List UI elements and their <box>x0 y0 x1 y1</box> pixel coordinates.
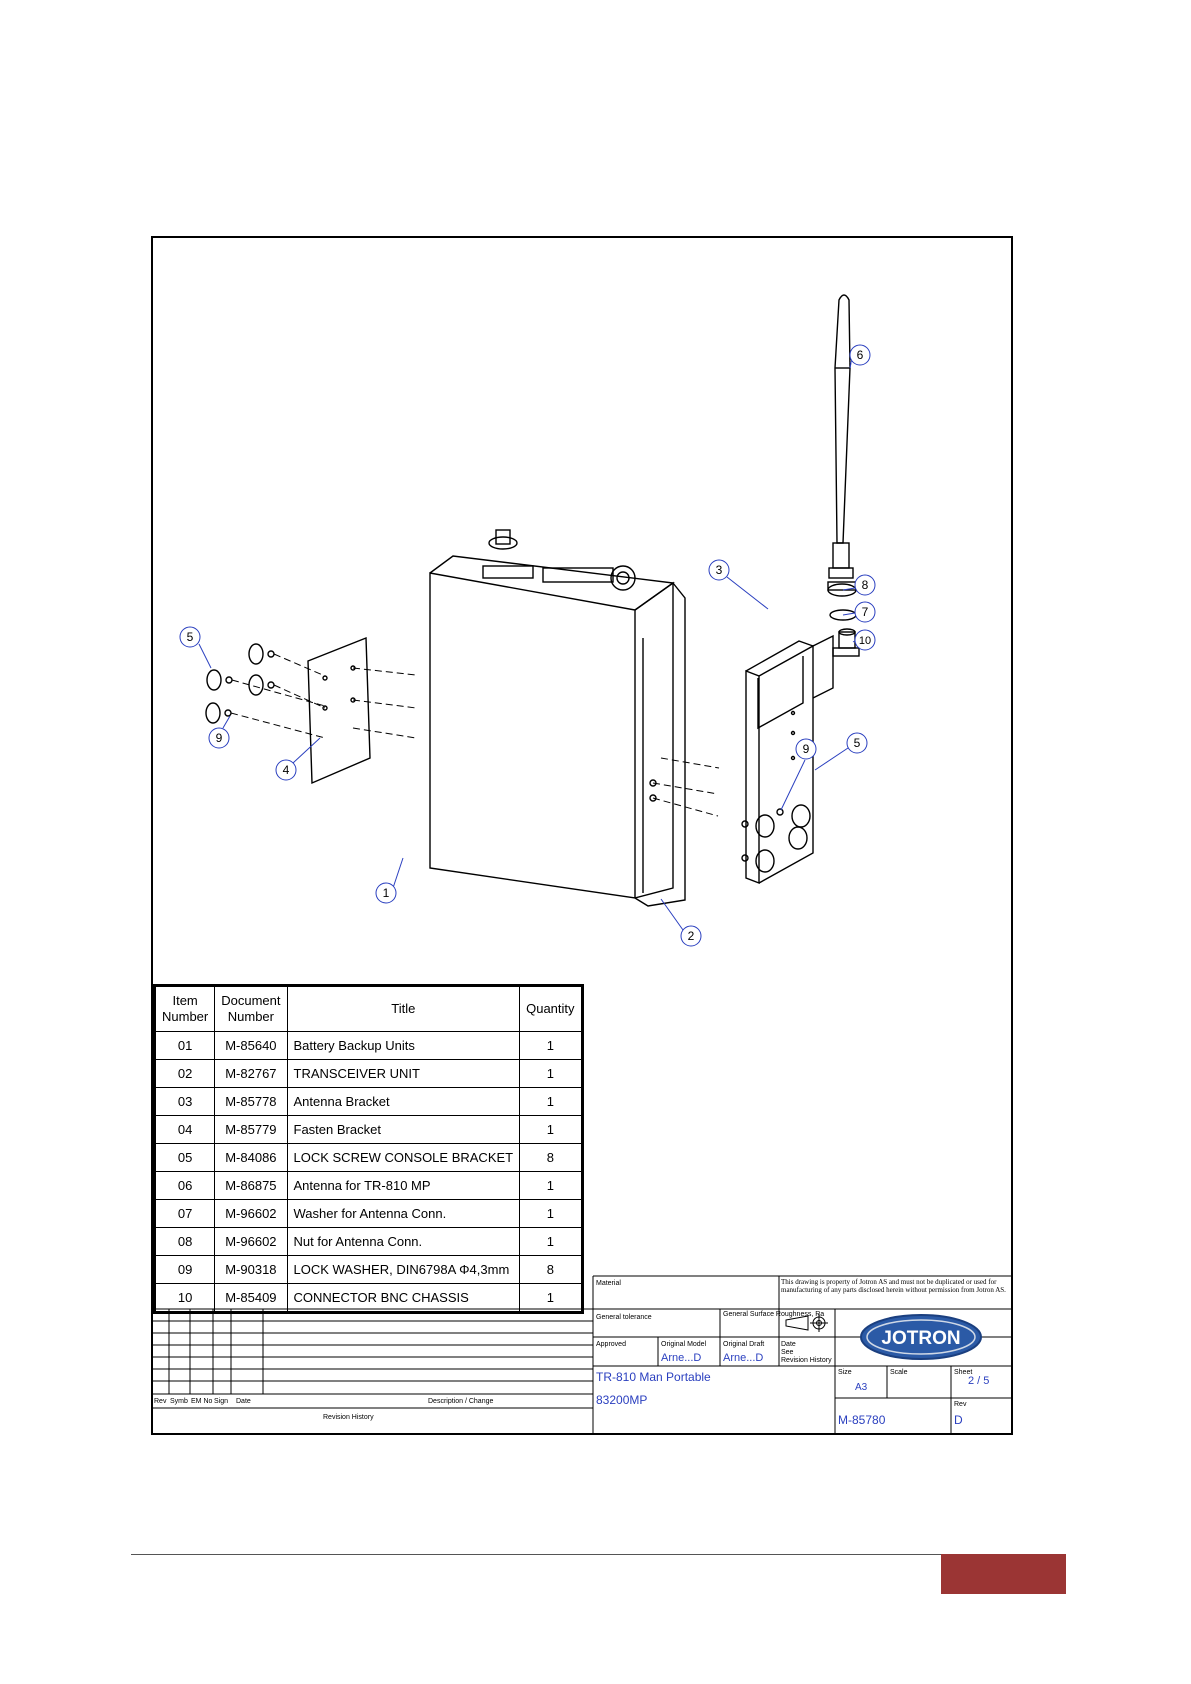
table-row: 08 M-96602 Nut for Antenna Conn. 1 <box>153 1227 583 1256</box>
svg-text:10: 10 <box>859 635 871 647</box>
table-row: 01 M-85640 Battery Backup Units 1 <box>153 1031 583 1060</box>
balloon-6: 6 <box>849 344 871 369</box>
footer-rule <box>131 1554 941 1555</box>
svg-text:6: 6 <box>857 348 864 362</box>
table-row: 02 M-82767 TRANSCEIVER UNIT 1 <box>153 1059 583 1088</box>
table-row: 06 M-86875 Antenna for TR-810 MP 1 <box>153 1171 583 1200</box>
fasten-bracket <box>307 636 371 785</box>
antenna-bracket <box>745 634 834 885</box>
balloon-4: 4 <box>275 737 321 781</box>
balloon-10: 10 <box>852 629 876 651</box>
balloon-7: 7 <box>842 601 876 623</box>
transceiver-unit <box>429 529 686 907</box>
table-row: 03 M-85778 Antenna Bracket 1 <box>153 1087 583 1116</box>
svg-text:3: 3 <box>716 563 723 577</box>
balloon-5-right: 5 <box>814 732 868 771</box>
footer-accent-block <box>941 1554 1066 1594</box>
svg-text:5: 5 <box>854 736 861 750</box>
svg-text:5: 5 <box>187 630 194 644</box>
balloon-9-right: 9 <box>780 738 817 811</box>
balloon-1: 1 <box>375 857 404 904</box>
header-quantity: Quantity <box>519 985 583 1032</box>
svg-text:1: 1 <box>383 886 390 900</box>
balloon-2: 2 <box>660 898 702 947</box>
balloon-5-left: 5 <box>179 626 212 669</box>
table-row: 10 M-85409 CONNECTOR BNC CHASSIS 1 <box>153 1283 583 1313</box>
svg-text:9: 9 <box>216 731 223 745</box>
svg-text:8: 8 <box>862 578 869 592</box>
antenna <box>828 294 854 579</box>
balloon-3: 3 <box>708 559 769 610</box>
header-title: Title <box>286 985 521 1032</box>
drawing-frame: 1 2 3 4 5 <box>151 236 1013 1435</box>
table-row: 09 M-90318 LOCK WASHER, DIN6798A Φ4,3mm … <box>153 1255 583 1284</box>
balloon-8: 8 <box>842 574 876 596</box>
svg-text:4: 4 <box>283 763 290 777</box>
right-screws <box>741 804 811 873</box>
table-row: 07 M-96602 Washer for Antenna Conn. 1 <box>153 1199 583 1228</box>
balloon-9-left: 9 <box>208 715 231 749</box>
table-row: 05 M-84086 LOCK SCREW CONSOLE BRACKET 8 <box>153 1143 583 1172</box>
assembly-drawing: 1 2 3 4 5 <box>179 294 876 947</box>
table-row: 04 M-85779 Fasten Bracket 1 <box>153 1115 583 1144</box>
left-screws <box>205 643 275 724</box>
svg-text:2: 2 <box>688 929 695 943</box>
svg-text:7: 7 <box>862 605 869 619</box>
svg-text:9: 9 <box>803 742 810 756</box>
